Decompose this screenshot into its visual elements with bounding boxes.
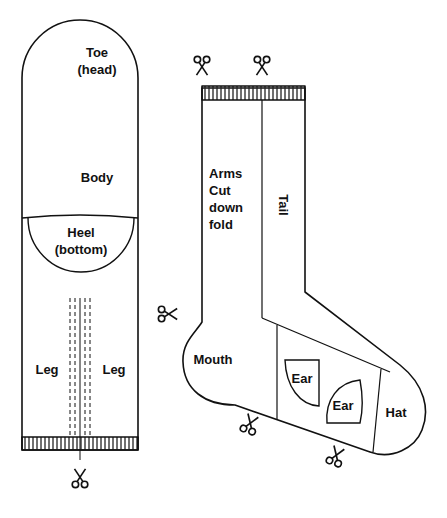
ear-shape: Ear [282, 357, 322, 409]
cut-guide [75, 298, 76, 437]
part-label: Leg [97, 362, 131, 379]
cut-line [262, 318, 390, 372]
cut-guide [70, 298, 71, 437]
cut-guide [90, 298, 91, 437]
scissors-symbol [194, 56, 210, 75]
part-label: Toe (head) [70, 45, 124, 79]
part-label: Heel (bottom) [49, 225, 113, 259]
part-label: Mouth [190, 352, 236, 369]
ear-shape-outline [285, 360, 319, 406]
cut-line [276, 325, 277, 419]
scissors-symbol [254, 56, 270, 75]
part-label: Arms Cut down fold [209, 166, 251, 234]
ear-shape: Ear [322, 376, 364, 426]
cut-guide [85, 298, 86, 437]
part-label: Ear [328, 398, 358, 415]
part-label: Ear [287, 371, 317, 388]
fold-line [261, 100, 262, 318]
heel-region: Heel (bottom) [27, 218, 135, 273]
scissors-symbol [239, 413, 260, 436]
scissors-symbol [72, 469, 88, 488]
side-sock-outline [183, 88, 426, 455]
scissors-symbol [325, 445, 346, 468]
part-label: Body [72, 170, 122, 187]
ribbed-cuff [202, 86, 305, 100]
part-label: Hat [381, 405, 411, 422]
scissors-symbol [158, 306, 177, 322]
heel-seam [22, 215, 138, 218]
part-label: Leg [30, 362, 64, 379]
part-label: Tail [275, 185, 292, 225]
ear-shape-outline [327, 380, 362, 423]
heel-region-outline [28, 218, 134, 272]
cut-line [373, 369, 381, 452]
cut-line [80, 298, 81, 460]
